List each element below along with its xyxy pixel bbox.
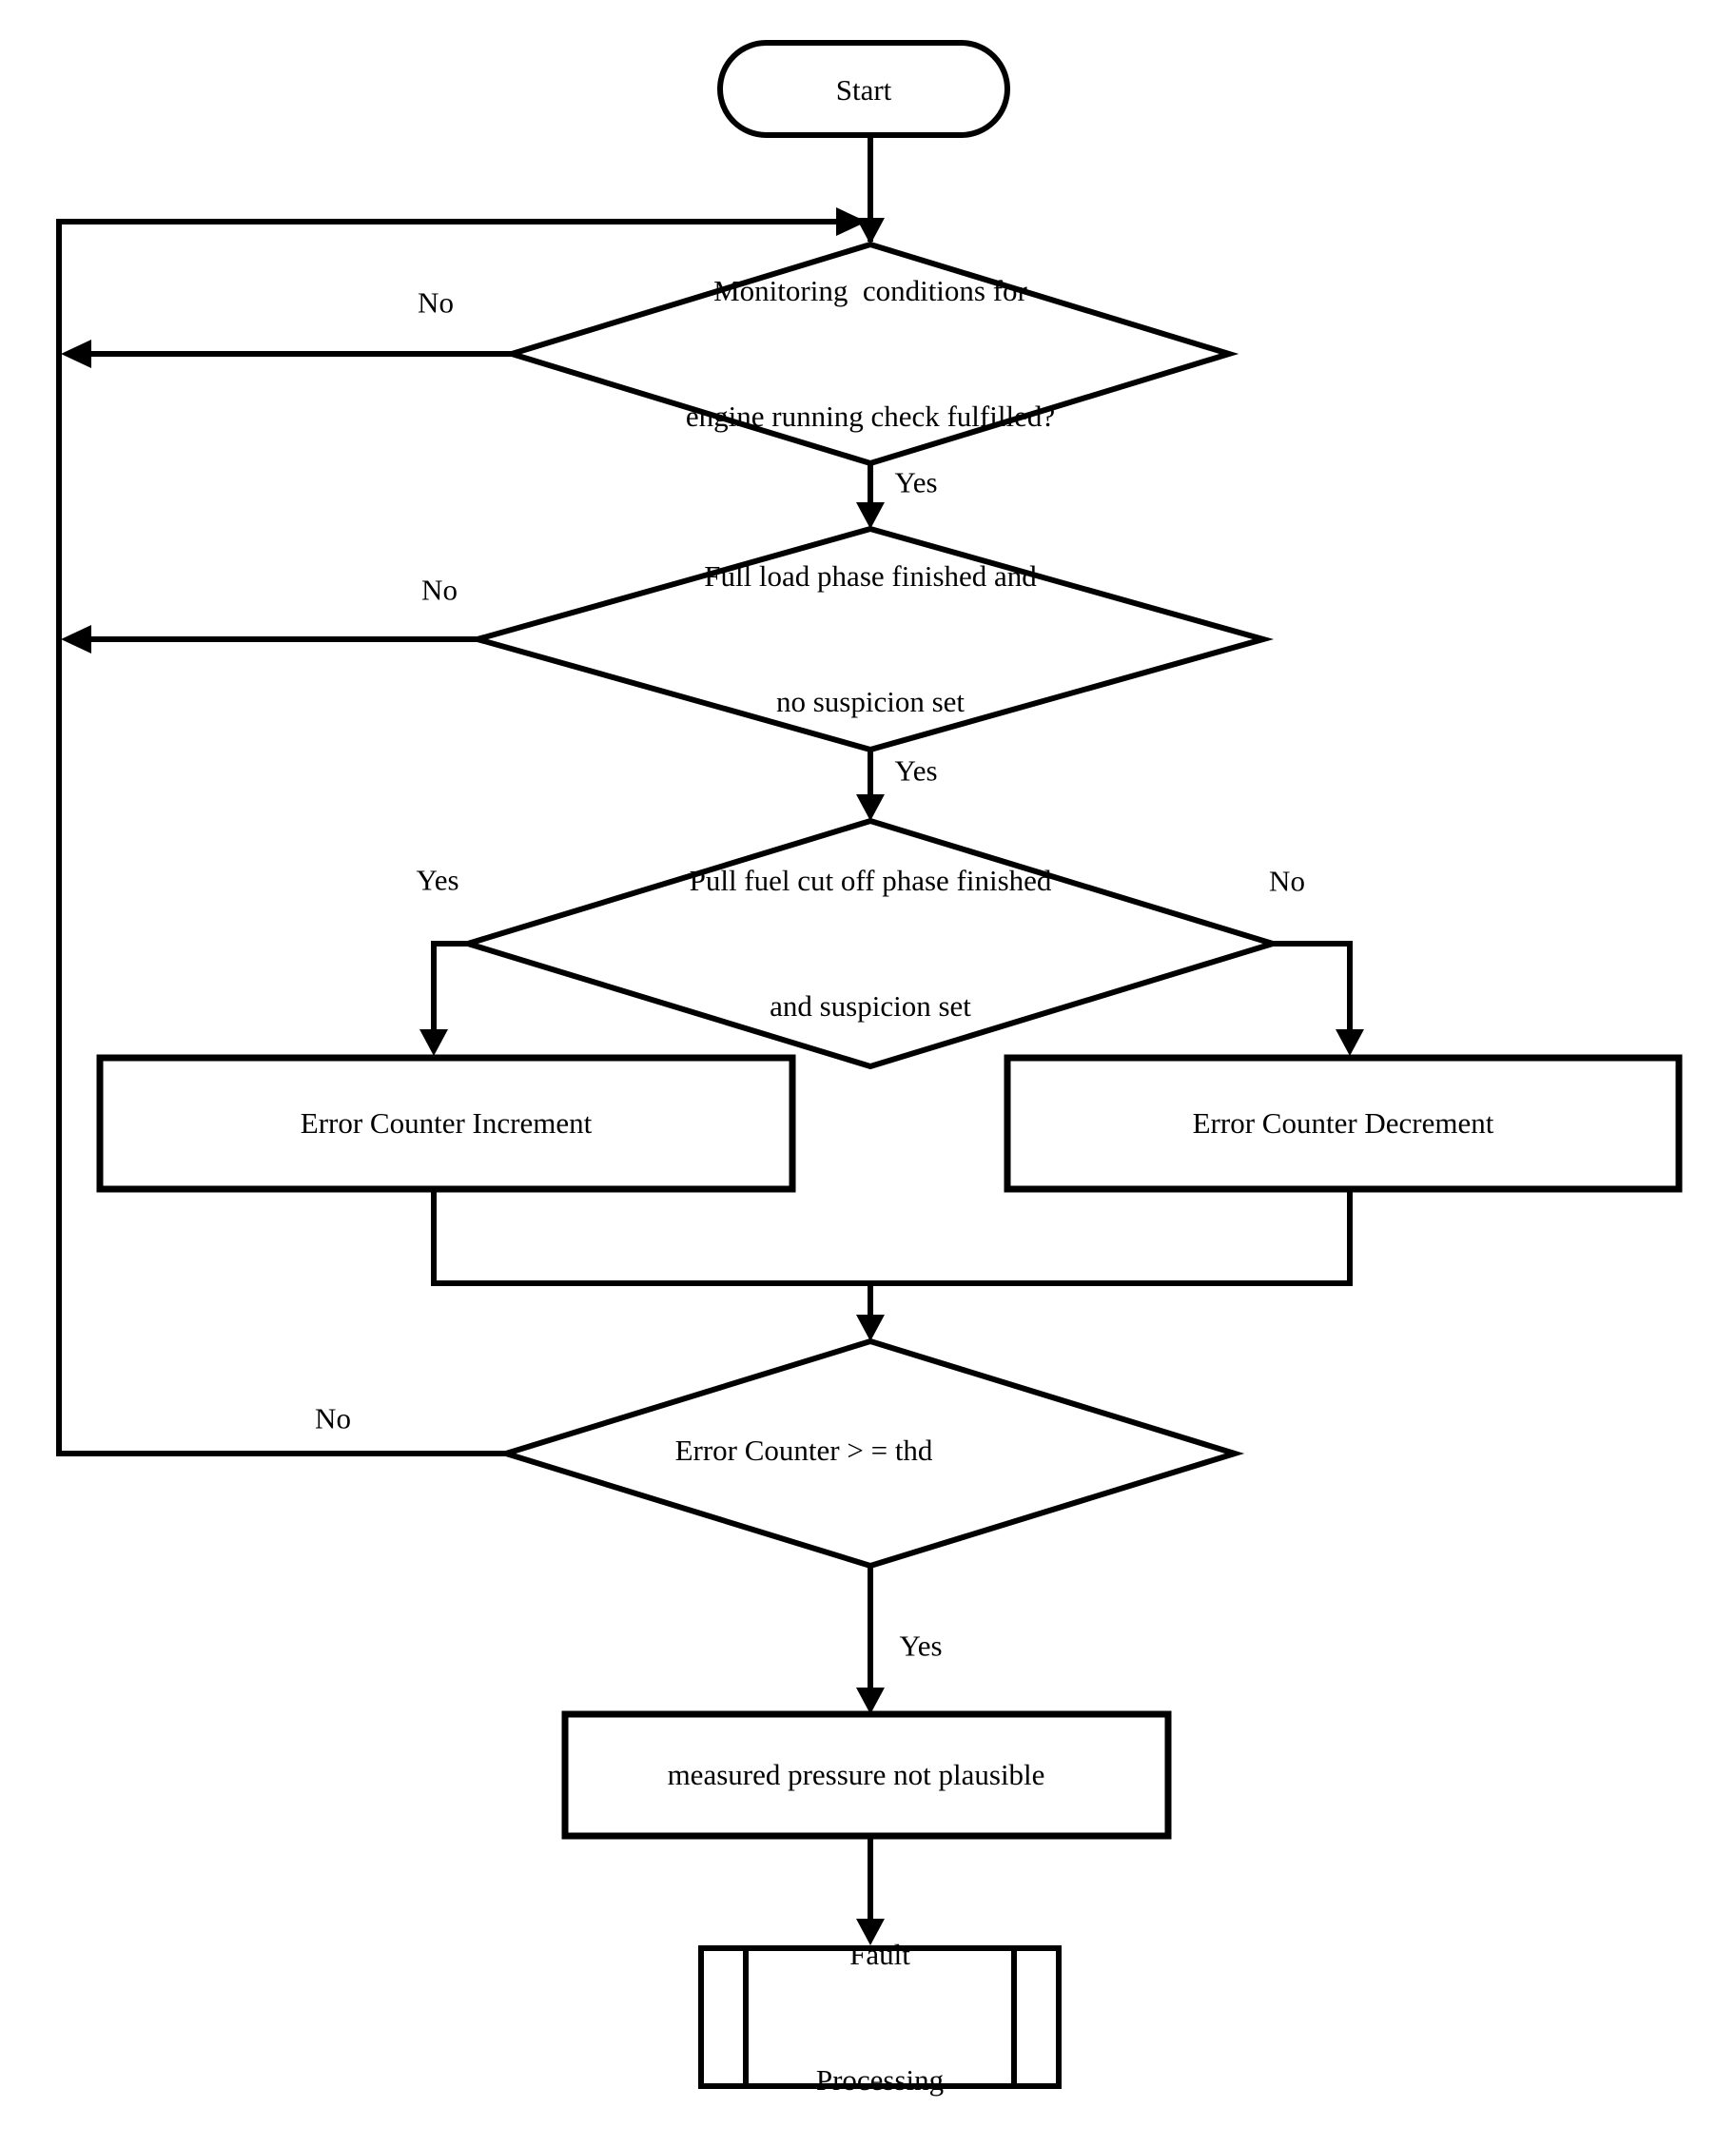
- fuel-cutoff-no-label: No: [1269, 864, 1305, 898]
- fault-processing-label: Fault Processing: [816, 1850, 944, 2147]
- arrowhead-full-load-no: [61, 625, 91, 654]
- arrowhead-into-fault-processing: [856, 1919, 885, 1945]
- edge-merge: [431, 1189, 1353, 1286]
- threshold-yes-label: Yes: [899, 1629, 943, 1663]
- arrowhead-loopback-junction: [836, 207, 867, 236]
- error-counter-increment-shape: [96, 1054, 796, 1193]
- arrowhead-monitoring-yes: [856, 502, 885, 529]
- full-load-decision-line2: no suspicion set: [775, 685, 966, 718]
- threshold-decision-label: Error Counter > = thd: [674, 1434, 933, 1467]
- monitoring-no-label: No: [418, 285, 454, 320]
- error-counter-decrement-shape: [1004, 1054, 1683, 1193]
- edge-fuel-cutoff-no: [1273, 941, 1353, 1044]
- fault-processing-shape: [698, 1945, 1062, 2089]
- arrowhead-threshold-yes: [856, 1688, 885, 1714]
- fuel-cutoff-decision-label: Pull fuel cut off phase finished and sus…: [690, 776, 1052, 1111]
- measured-pressure-shape: [561, 1710, 1172, 1840]
- fuel-cutoff-decision-shape: [458, 817, 1283, 1070]
- fault-processing-line2: Processing: [815, 2063, 945, 2097]
- start-node-label: Start: [835, 73, 892, 107]
- start-terminator-shape: [717, 40, 1010, 138]
- full-load-decision-line1: Full load phase finished and: [704, 559, 1037, 593]
- arrowhead-into-threshold: [856, 1315, 885, 1341]
- arrowhead-fuel-cutoff-no: [1336, 1029, 1364, 1056]
- full-load-yes-label: Yes: [894, 753, 938, 788]
- monitoring-decision-line1: Monitoring conditions for: [713, 274, 1027, 307]
- full-load-decision-label: Full load phase finished and no suspicio…: [704, 472, 1037, 807]
- full-load-no-label: No: [421, 573, 458, 607]
- error-counter-increment-label: Error Counter Increment: [300, 1106, 593, 1140]
- fuel-cutoff-decision-line2: and suspicion set: [770, 989, 971, 1023]
- arrowhead-monitoring-no: [61, 340, 91, 368]
- monitoring-decision-line2: engine running check fulfilled?: [685, 400, 1056, 433]
- arrowhead-fuel-cutoff-yes: [419, 1029, 448, 1056]
- fault-processing-line1: Fault: [849, 1938, 910, 1971]
- edge-fuel-cutoff-yes: [431, 941, 468, 1044]
- fuel-cutoff-decision-line1: Pull fuel cut off phase finished: [689, 864, 1052, 897]
- arrowhead-into-monitoring: [856, 218, 885, 244]
- arrowhead-full-load-yes: [856, 794, 885, 821]
- measured-pressure-label: measured pressure not plausible: [667, 1758, 1045, 1791]
- monitoring-decision-label: Monitoring conditions for engine running…: [686, 186, 1055, 521]
- monitoring-yes-label: Yes: [894, 465, 938, 499]
- error-counter-decrement-label: Error Counter Decrement: [1192, 1106, 1494, 1140]
- threshold-no-label: No: [315, 1401, 351, 1435]
- fuel-cutoff-yes-label: Yes: [416, 863, 459, 897]
